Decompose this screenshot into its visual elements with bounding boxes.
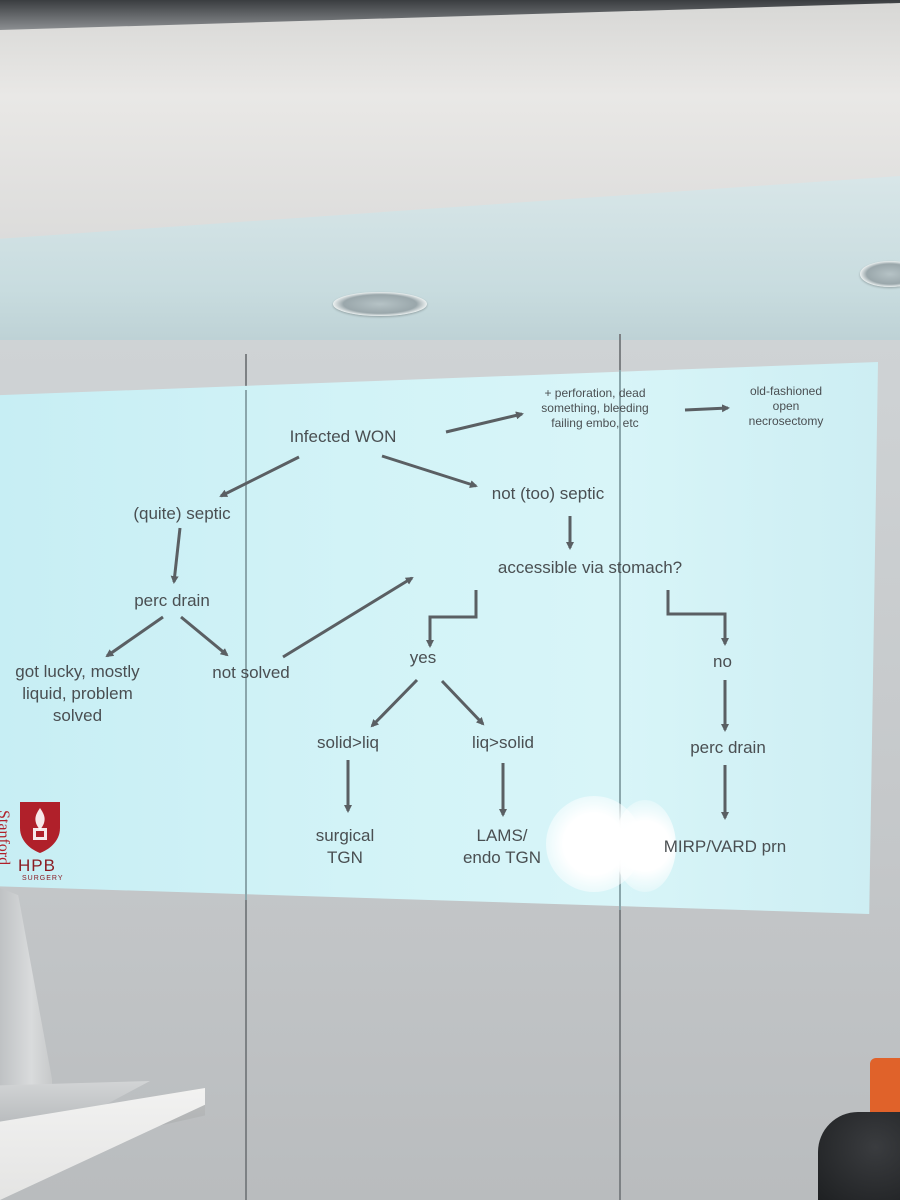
logo-wordmark: Stanford bbox=[0, 810, 12, 866]
node-not-too-septic: not (too) septic bbox=[491, 484, 605, 503]
wall-seam-over-slide bbox=[619, 370, 621, 910]
arrow-icon bbox=[170, 527, 182, 584]
node-lams-endo-tgn: LAMS/ endo TGN bbox=[462, 826, 542, 867]
node-solid-gt-liq: solid>liq bbox=[317, 733, 379, 752]
node-perc-drain-left: perc drain bbox=[134, 591, 210, 610]
node-quite-septic: (quite) septic bbox=[133, 504, 231, 523]
logo-hpb: HPB bbox=[18, 856, 56, 875]
node-yes: yes bbox=[409, 648, 437, 667]
node-got-lucky: got lucky, mostly liquid, problem solved bbox=[15, 662, 140, 725]
node-old-fashioned: old-fashioned open necrosectomy bbox=[748, 384, 824, 428]
arrow-icon bbox=[370, 678, 419, 728]
node-surgical-tgn: surgical TGN bbox=[315, 826, 375, 867]
stanford-shield-icon bbox=[20, 802, 60, 853]
ceiling-light bbox=[860, 261, 900, 287]
logo-surgery: SURGERY bbox=[22, 875, 64, 882]
arrow-icon bbox=[282, 576, 414, 659]
projector-glare bbox=[614, 800, 676, 892]
arrow-icon bbox=[440, 679, 485, 726]
node-mirp-vard: MIRP/VARD prn bbox=[663, 837, 787, 856]
ceiling-light bbox=[333, 292, 427, 316]
projected-slide bbox=[0, 362, 878, 914]
node-not-solved: not solved bbox=[212, 663, 290, 682]
node-accessible-via-stomach: accessible via stomach? bbox=[497, 558, 683, 577]
arrow-icon bbox=[219, 455, 300, 498]
arrow-icon bbox=[445, 411, 524, 434]
wall-seam-over-slide bbox=[245, 390, 247, 900]
arrow-icon bbox=[105, 615, 164, 658]
node-perc-drain-right: perc drain bbox=[690, 738, 766, 757]
arrow-icon bbox=[684, 404, 730, 413]
arrow-icon bbox=[180, 615, 229, 657]
node-perforation: + perforation, dead something, bleeding … bbox=[541, 386, 649, 430]
arrow-icon bbox=[426, 590, 478, 648]
arrow-icon bbox=[381, 454, 478, 488]
node-liq-gt-solid: liq>solid bbox=[472, 733, 534, 752]
node-infected-won: Infected WON bbox=[289, 427, 397, 446]
node-no: no bbox=[713, 652, 732, 671]
person-shoulder bbox=[818, 1112, 900, 1200]
arrow-icon bbox=[666, 590, 729, 646]
